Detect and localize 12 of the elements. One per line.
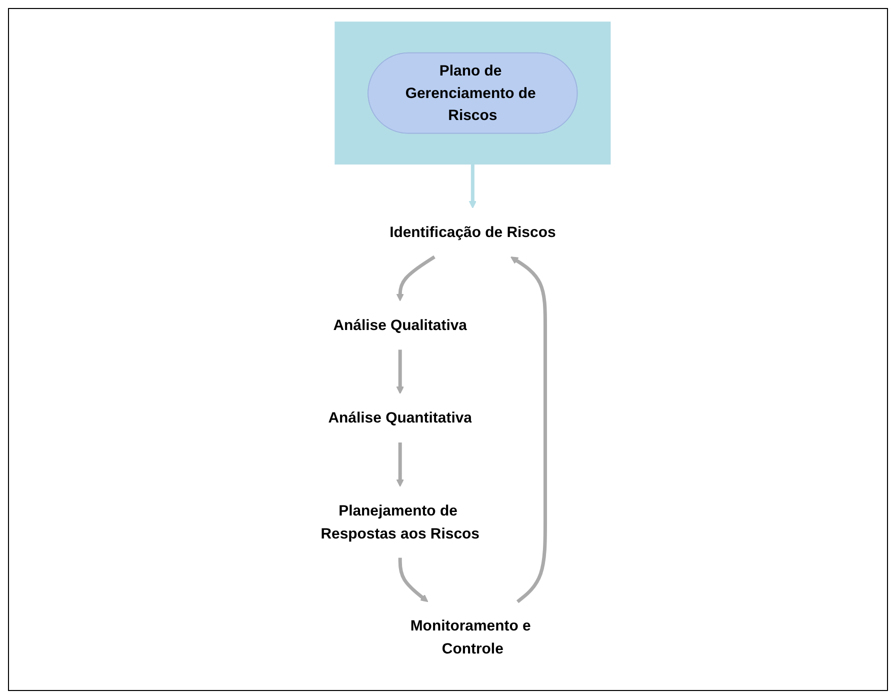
arrow: [396, 349, 404, 394]
arrow: [510, 256, 547, 603]
node-text: Análise Quantitativa: [328, 409, 472, 426]
arrow: [396, 254, 436, 301]
arrow: [396, 442, 404, 486]
node-text: Identificação de Riscos: [390, 223, 556, 240]
node-text: Monitoramento e Controle: [410, 617, 531, 656]
cluster: [334, 21, 611, 164]
arrow: [468, 164, 477, 208]
node-text: Planejamento de Respostas aos Riscos: [320, 502, 480, 541]
arrow: [398, 557, 428, 602]
node-text: Análise Qualitativa: [333, 316, 468, 333]
